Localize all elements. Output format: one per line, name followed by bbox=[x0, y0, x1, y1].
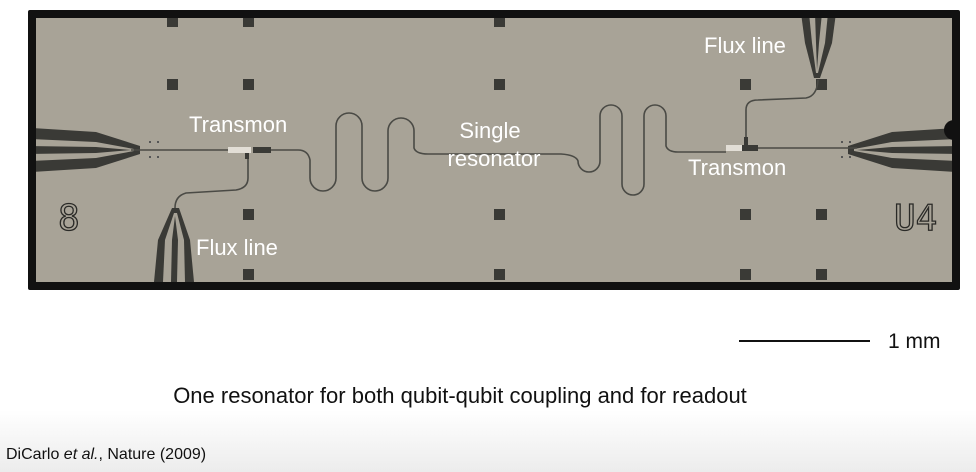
flux-line-left-launcher bbox=[154, 208, 194, 282]
citation-journal: , Nature (2009) bbox=[98, 446, 207, 463]
pad bbox=[816, 79, 827, 90]
pad bbox=[494, 269, 505, 280]
pad bbox=[740, 79, 751, 90]
pad bbox=[494, 79, 505, 90]
scale-bar-label: 1 mm bbox=[888, 330, 941, 353]
caption: One resonator for both qubit-qubit coupl… bbox=[173, 383, 747, 408]
chip-mark-right: U4 bbox=[894, 198, 937, 239]
label-flux-line-right: Flux line bbox=[704, 33, 786, 58]
footer-band bbox=[0, 410, 976, 472]
feed-gaps bbox=[149, 141, 851, 158]
pad bbox=[167, 18, 178, 27]
label-flux-line-left: Flux line bbox=[196, 235, 278, 260]
pad bbox=[243, 18, 254, 27]
left-launcher bbox=[36, 128, 140, 172]
pad bbox=[243, 209, 254, 220]
citation-etal: et al. bbox=[63, 446, 99, 463]
transmon-right-device bbox=[726, 137, 758, 151]
pad bbox=[243, 269, 254, 280]
pad bbox=[740, 209, 751, 220]
citation-authors: DiCarlo bbox=[6, 446, 60, 463]
pad bbox=[243, 79, 254, 90]
circuit-traces bbox=[131, 79, 857, 209]
citation: DiCarlo et al., Nature (2009) bbox=[6, 446, 206, 464]
right-launcher bbox=[848, 128, 952, 172]
label-transmon-left: Transmon bbox=[189, 112, 287, 137]
pad bbox=[167, 79, 178, 90]
flux-line-right-trace bbox=[745, 79, 819, 138]
chip-mark-left: 8 bbox=[58, 198, 80, 239]
pad bbox=[740, 269, 751, 280]
transmon-left-device bbox=[228, 147, 271, 159]
scale-bar bbox=[739, 340, 870, 342]
pad bbox=[816, 269, 827, 280]
pad bbox=[816, 209, 827, 220]
edge-defect bbox=[944, 120, 952, 140]
label-transmon-right: Transmon bbox=[688, 155, 786, 180]
alignment-pads bbox=[167, 18, 827, 280]
pad bbox=[494, 209, 505, 220]
label-resonator-line2: resonator bbox=[448, 146, 541, 171]
flux-line-right-launcher bbox=[801, 18, 836, 78]
single-resonator bbox=[271, 104, 726, 196]
flux-line-left-trace bbox=[174, 158, 249, 209]
label-resonator-line1: Single bbox=[459, 118, 520, 143]
chip-micrograph: 8 U4 Transmon Transmon Flux line Flux li… bbox=[36, 18, 952, 282]
pad bbox=[494, 18, 505, 27]
